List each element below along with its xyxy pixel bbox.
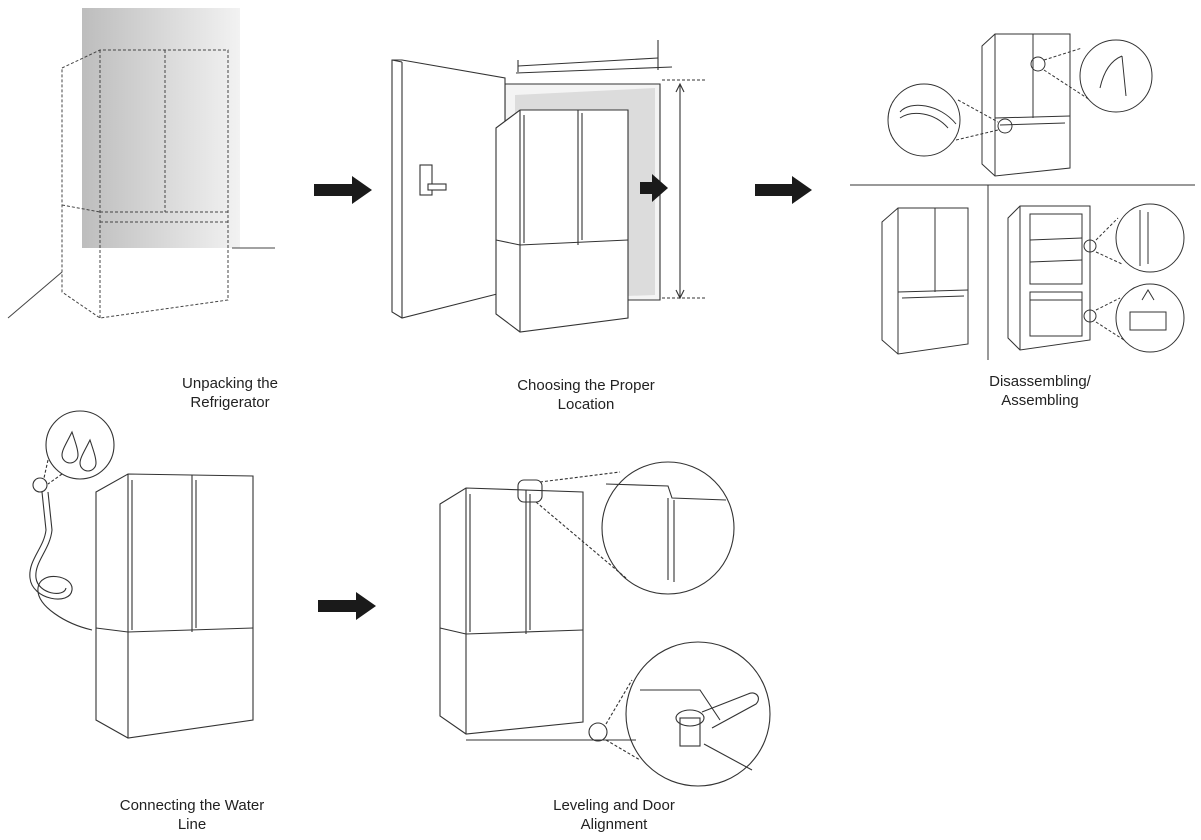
caption-line: Unpacking the (182, 375, 278, 392)
hose-icon (29, 477, 93, 631)
water-drops-icon (43, 410, 115, 485)
step-caption-location: Choosing the Proper Location (486, 376, 686, 414)
caption-line: Connecting the Water (119, 797, 265, 814)
refrigerator-icon (61, 49, 229, 319)
arrow-right-icon (318, 592, 376, 620)
magnifier-callout-icon (466, 641, 771, 787)
caption-line: Refrigerator (190, 394, 270, 411)
magnifier-callout-icon (1095, 203, 1185, 273)
wrench-icon (701, 692, 759, 771)
location-illustration (391, 40, 705, 333)
magnifier-callout-icon (535, 461, 735, 595)
magnifier-callout-icon (887, 83, 999, 157)
step-caption-assembling: Disassembling/ Assembling (940, 372, 1140, 410)
leveling-illustration (439, 461, 771, 787)
refrigerator-icon (1007, 205, 1091, 351)
step-caption-leveling: Leveling and Door Alignment (514, 796, 714, 834)
step-caption-unpacking: Unpacking the Refrigerator (130, 374, 330, 412)
magnifier-callout-icon (1043, 39, 1153, 113)
refrigerator-icon (881, 207, 969, 355)
refrigerator-icon (95, 473, 254, 739)
refrigerator-icon (439, 487, 584, 735)
arrow-right-icon (314, 176, 372, 204)
door-icon (391, 59, 506, 319)
caption-line: Leveling and Door (553, 797, 675, 814)
arrow-right-icon (755, 176, 812, 204)
caption-line: Disassembling/ (989, 373, 1091, 390)
assembling-illustration (850, 33, 1195, 360)
caption-line: Choosing the Proper (517, 377, 655, 394)
caption-line: Assembling (1001, 392, 1079, 409)
magnifier-callout-icon (1095, 283, 1185, 353)
refrigerator-icon (981, 33, 1071, 177)
caption-line: Line (177, 816, 207, 833)
water-illustration (29, 410, 254, 739)
caption-line: Location (557, 396, 615, 413)
unpacking-illustration (7, 8, 275, 319)
caption-line: Alignment (580, 816, 648, 833)
refrigerator-icon (495, 109, 629, 333)
step-caption-water: Connecting the Water Line (92, 796, 292, 834)
